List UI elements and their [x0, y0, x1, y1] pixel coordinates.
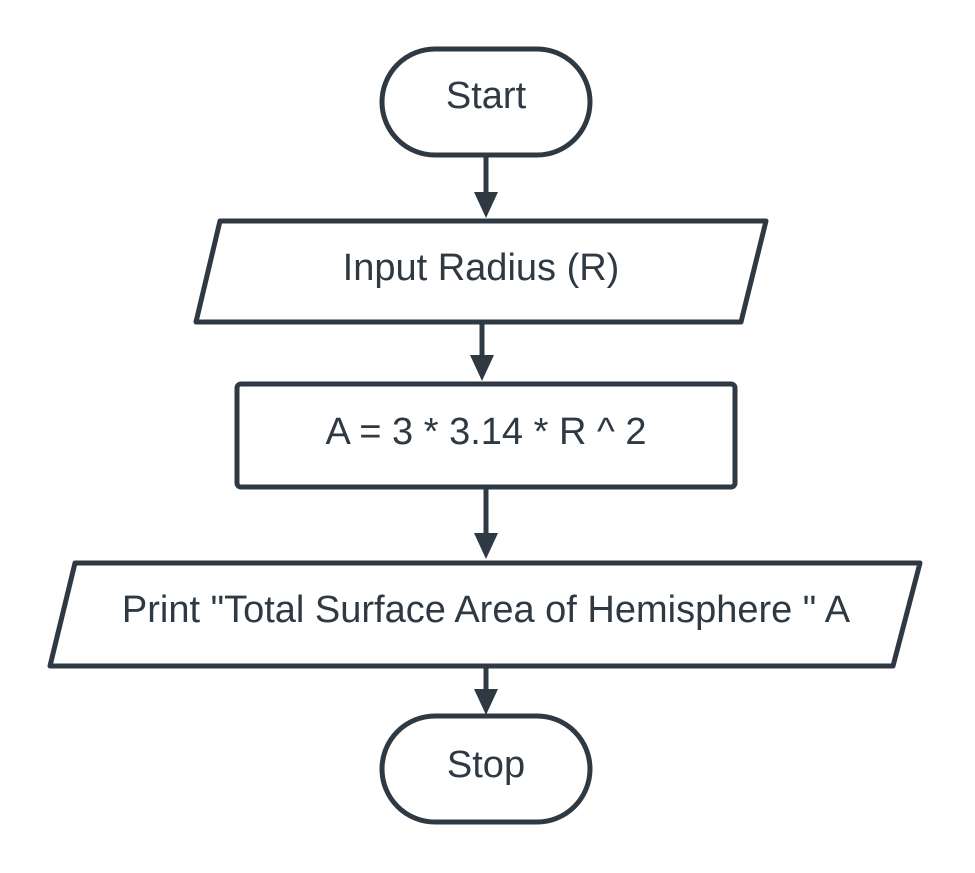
node-output-label: Print "Total Surface Area of Hemisphere …: [122, 589, 851, 631]
arrowhead: [470, 355, 494, 381]
edge-input-to-process: [470, 322, 494, 381]
process-shape: [234, 381, 738, 490]
edge-output-to-stop: [474, 666, 498, 715]
edge-process-to-output: [474, 487, 498, 559]
input-output-shape: [47, 560, 923, 669]
terminator-shape: [379, 713, 593, 825]
node-stop: Stop: [379, 713, 593, 825]
arrowhead: [474, 689, 498, 715]
node-input-label: Input Radius (R): [343, 247, 620, 289]
node-input: Input Radius (R): [193, 218, 769, 325]
edge-start-to-input: [474, 155, 498, 218]
arrowhead: [474, 533, 498, 559]
terminator-shape: [379, 46, 593, 158]
arrowhead: [474, 192, 498, 218]
node-process-label: A = 3 * 3.14 * R ^ 2: [326, 411, 647, 453]
node-start-label: Start: [446, 75, 527, 117]
node-process: A = 3 * 3.14 * R ^ 2: [234, 381, 738, 490]
node-output: Print "Total Surface Area of Hemisphere …: [47, 560, 923, 669]
input-output-shape: [193, 218, 769, 325]
node-start: Start: [379, 46, 593, 158]
node-stop-label: Stop: [447, 744, 525, 786]
